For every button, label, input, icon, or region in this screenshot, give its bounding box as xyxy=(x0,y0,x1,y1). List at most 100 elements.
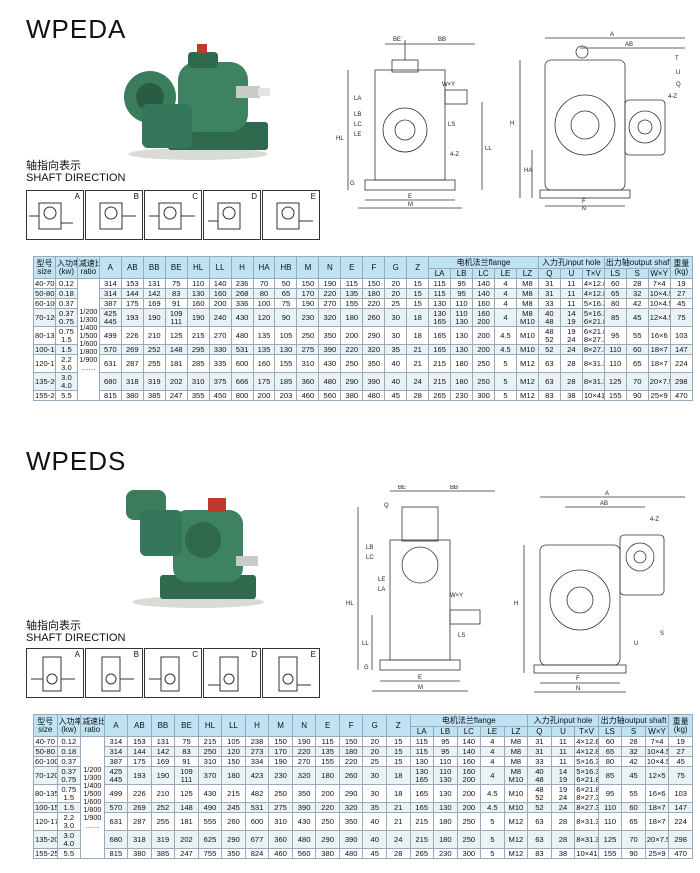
value-cell: 165 xyxy=(428,344,452,355)
value-cell: 202 xyxy=(164,372,188,391)
input-hole-cell: 38 xyxy=(559,390,583,401)
svg-text:LL: LL xyxy=(362,641,369,647)
value-cell: 130 xyxy=(428,298,452,309)
power-cell: 0.37 xyxy=(56,756,82,767)
col-header: N xyxy=(318,256,342,279)
value-cell: 18 xyxy=(406,308,430,327)
cell-line: 3.0 xyxy=(63,820,75,830)
cell-line: 1/500 xyxy=(79,330,98,340)
value-cell: 4 xyxy=(494,298,517,309)
value-cell: 387 xyxy=(103,756,129,767)
value-cell: 180 xyxy=(221,766,246,785)
value-cell: 190 xyxy=(268,756,293,767)
value-cell: 80 xyxy=(252,288,276,299)
value-cell: 95 xyxy=(433,746,458,757)
input-hole-cell: 4×12.8 xyxy=(581,288,605,299)
power-header: 入功率(kw) xyxy=(54,256,78,279)
value-cell: 180 xyxy=(338,746,364,757)
weight-cell: 147 xyxy=(669,344,694,355)
value-cell: 600 xyxy=(230,354,254,373)
col-header: LE xyxy=(480,726,505,737)
input-hole-cell: 63 xyxy=(537,372,561,391)
value-cell: 190 xyxy=(291,736,317,747)
value-cell: 135 xyxy=(252,344,276,355)
output-key-cell: 18×7 xyxy=(647,354,671,373)
value-cell: 450 xyxy=(208,390,232,401)
input-hole-cell: 10×41.3 xyxy=(574,848,599,859)
value-cell: 200 xyxy=(340,326,364,345)
value-cell: 215 xyxy=(428,372,452,391)
value-cell: 140 xyxy=(456,746,482,757)
cell-stack: 重量(kg) xyxy=(672,259,691,276)
value-cell: 320 xyxy=(291,766,317,785)
value-cell: 175 xyxy=(120,298,144,309)
input-hole-cell: 11 xyxy=(559,288,583,299)
value-cell: 300 xyxy=(456,848,482,859)
shaft-direction-en: SHAFT DIRECTION xyxy=(26,172,126,184)
value-cell: 4.5 xyxy=(494,344,517,355)
output-key-cell: 16×6 xyxy=(647,326,671,345)
output-ls-cell: 155 xyxy=(603,390,627,401)
cell-line: (kg) xyxy=(674,266,689,276)
table-row: 70-1200.370.7542544519319010911119024043… xyxy=(33,308,694,327)
svg-text:N: N xyxy=(582,207,586,210)
svg-text:BB: BB xyxy=(438,37,446,43)
value-cell: 40 xyxy=(362,812,387,831)
output-ls-cell: 65 xyxy=(603,288,627,299)
value-cell: 270 xyxy=(208,326,232,345)
value-cell: 155 xyxy=(315,756,340,767)
value-cell: 160 xyxy=(252,354,276,373)
cell-line: size xyxy=(37,266,52,276)
table-row: 155-2505.5815380385247355450800200203460… xyxy=(33,390,694,401)
cell-line: 425 xyxy=(104,308,117,318)
table-row: 155-2505.5815380385247755350824460560380… xyxy=(33,848,693,859)
value-cell: 5 xyxy=(494,390,517,401)
value-cell: 380 xyxy=(120,390,144,401)
value-cell: 815 xyxy=(98,390,122,401)
col-header: LS xyxy=(603,268,627,279)
value-cell: 18 xyxy=(406,326,430,345)
input-hole-header: 入力孔input hole xyxy=(537,256,605,269)
gearbox-photo xyxy=(124,44,270,160)
value-cell: 110 xyxy=(433,756,458,767)
cell-line: 48 xyxy=(535,784,544,794)
cell-line: …… xyxy=(81,362,96,372)
value-cell: 499 xyxy=(103,784,129,803)
size-cell: 50-80 xyxy=(33,746,58,757)
table-row: 120-1752.23.0631287255181285335600160155… xyxy=(33,354,694,373)
value-cell: 245 xyxy=(221,802,246,813)
value-cell: 680 xyxy=(103,830,129,849)
value-cell: 250 xyxy=(472,354,496,373)
cell-line: 重量 xyxy=(672,716,689,726)
output-key-cell: 12×5 xyxy=(644,766,670,785)
value-cell: 390 xyxy=(291,802,317,813)
input-hole-cell: 33 xyxy=(527,756,552,767)
input-hole-cell: 5×16.3 xyxy=(581,298,605,309)
value-cell: M12 xyxy=(503,812,529,831)
cell-line: 40 xyxy=(545,308,554,318)
cell-line: 1/600 xyxy=(83,796,102,806)
value-cell: 387 xyxy=(98,298,122,309)
cell-line: 1/600 xyxy=(79,338,98,348)
size-cell: 70-120 xyxy=(33,308,56,327)
input-hole-cell: 83 xyxy=(537,390,561,401)
svg-text:LC: LC xyxy=(354,122,362,128)
cell-line: 5×16.3 xyxy=(576,766,599,776)
svg-text:AB: AB xyxy=(625,42,633,48)
side-view-drawing: BE BB Q LB LC LE LA W×Y LS HL LL G E M xyxy=(346,485,495,692)
svg-text:LA: LA xyxy=(378,587,385,593)
